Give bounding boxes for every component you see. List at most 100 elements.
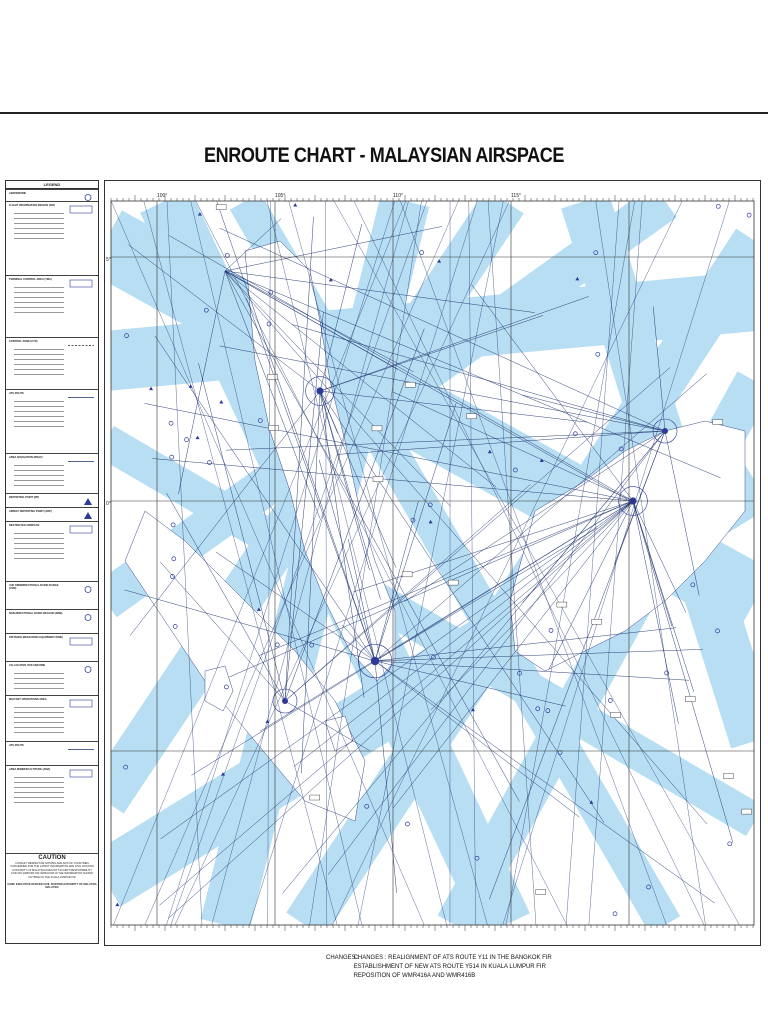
ats-route-line[interactable] [284, 367, 671, 702]
ats-route-line[interactable] [325, 201, 327, 925]
ats-route-line[interactable] [170, 201, 428, 925]
ats-route-line[interactable] [319, 315, 544, 392]
ats-route-line[interactable] [166, 492, 286, 702]
ats-route-line[interactable] [342, 624, 376, 662]
ats-route-line[interactable] [154, 335, 376, 662]
ats-route-line[interactable] [374, 627, 677, 662]
ats-route-line[interactable] [284, 328, 425, 702]
ats-route-line[interactable] [190, 201, 363, 925]
ats-route-line[interactable] [319, 390, 397, 568]
ats-route-line[interactable] [353, 500, 634, 593]
ats-route-line[interactable] [195, 201, 567, 925]
ats-route-line[interactable] [160, 500, 634, 840]
enroute-map[interactable]: 100° 105° 110° 115° 5° 0° [104, 180, 761, 946]
ats-route-line[interactable] [224, 270, 451, 507]
ats-route-line[interactable] [144, 201, 459, 925]
ats-route-line[interactable] [357, 201, 504, 925]
ats-route-line[interactable] [111, 201, 425, 925]
ats-route-line[interactable] [293, 500, 634, 767]
ats-route-line[interactable] [174, 201, 510, 925]
ats-route-line[interactable] [595, 201, 706, 925]
ats-route-line[interactable] [374, 501, 419, 662]
ats-route-line[interactable] [267, 201, 271, 925]
ats-route-line[interactable] [565, 201, 620, 925]
ats-route-line[interactable] [152, 458, 634, 502]
ats-route-line[interactable] [128, 244, 321, 392]
ats-route-line[interactable] [374, 660, 715, 904]
ats-route-line[interactable] [337, 430, 666, 455]
ats-route-line[interactable] [374, 402, 457, 662]
ats-route-line[interactable] [374, 660, 566, 707]
ats-route-line[interactable] [224, 270, 321, 519]
ats-route-line[interactable] [374, 527, 598, 662]
ats-route-line[interactable] [632, 500, 734, 843]
ats-route-line[interactable] [168, 500, 634, 919]
ats-route-line[interactable] [144, 403, 634, 502]
ats-route-line[interactable] [664, 430, 700, 596]
ats-route-line[interactable] [219, 345, 666, 432]
ats-route-line[interactable] [224, 270, 535, 313]
ats-route-line[interactable] [319, 390, 338, 434]
ats-route-line[interactable] [259, 500, 634, 732]
ats-route-line[interactable] [588, 201, 643, 925]
ats-route-line[interactable] [404, 430, 666, 602]
ats-route-line[interactable] [319, 390, 365, 698]
ats-route-line[interactable] [284, 700, 370, 751]
ats-route-line[interactable] [211, 201, 409, 925]
ats-route-line[interactable] [652, 306, 666, 432]
ats-route-line[interactable] [353, 201, 705, 925]
ats-route-line[interactable] [178, 270, 226, 495]
ats-route-line[interactable] [166, 201, 203, 925]
ats-route-line[interactable] [113, 201, 406, 925]
ats-route-line[interactable] [332, 201, 683, 925]
ats-route-line[interactable] [502, 201, 730, 925]
ats-route-line[interactable] [224, 270, 628, 500]
ats-route-line[interactable] [333, 201, 740, 925]
ats-route-line[interactable] [319, 390, 381, 600]
ats-route-line[interactable] [291, 324, 666, 432]
ats-route-line[interactable] [282, 430, 666, 894]
ats-route-line[interactable] [489, 430, 666, 900]
ats-route-line[interactable] [249, 201, 478, 925]
ats-route-line[interactable] [224, 270, 520, 802]
ats-route-line[interactable] [392, 500, 634, 809]
ats-route-line[interactable] [632, 500, 679, 724]
ats-route-line[interactable] [374, 373, 707, 662]
ats-route-line[interactable] [468, 201, 476, 925]
navaid-symbols[interactable] [115, 203, 752, 917]
ats-route-line[interactable] [160, 561, 286, 702]
ats-route-line[interactable] [301, 390, 321, 774]
ats-route-line[interactable] [393, 391, 634, 502]
ats-route-line[interactable] [319, 390, 370, 571]
ats-route-line[interactable] [198, 363, 286, 702]
ats-route-line[interactable] [632, 500, 695, 692]
ats-route-line[interactable] [124, 589, 376, 662]
ats-route-line[interactable] [430, 500, 634, 710]
ats-route-line[interactable] [229, 500, 634, 678]
ats-route-line[interactable] [288, 201, 488, 925]
ats-route-line[interactable] [348, 538, 376, 662]
ats-route-line[interactable] [159, 500, 634, 906]
ats-route-line[interactable] [632, 500, 687, 613]
ats-route-line[interactable] [266, 201, 447, 925]
ats-route-line[interactable] [309, 201, 422, 925]
ats-route-line[interactable] [521, 394, 666, 432]
ats-route-line[interactable] [471, 284, 634, 502]
ats-route-line[interactable] [284, 484, 531, 702]
ats-route-line[interactable] [487, 201, 537, 925]
ats-route-line[interactable] [166, 201, 395, 925]
ats-route-line[interactable] [224, 270, 497, 488]
ats-routes[interactable] [111, 201, 740, 925]
map-svg[interactable]: 100° 105° 110° 115° 5° 0° [105, 181, 760, 945]
ats-route-line[interactable] [400, 201, 667, 925]
ats-route-line[interactable] [224, 218, 282, 272]
ats-route-line[interactable] [318, 459, 376, 662]
ats-route-line[interactable] [216, 201, 376, 662]
ats-route-line[interactable] [258, 500, 634, 656]
ats-route-line[interactable] [319, 224, 363, 392]
ats-route-line[interactable] [224, 270, 721, 478]
ats-route-line[interactable] [328, 430, 666, 875]
ats-route-line[interactable] [319, 296, 589, 392]
ats-route-line[interactable] [143, 201, 338, 925]
ats-route-line[interactable] [224, 226, 442, 272]
